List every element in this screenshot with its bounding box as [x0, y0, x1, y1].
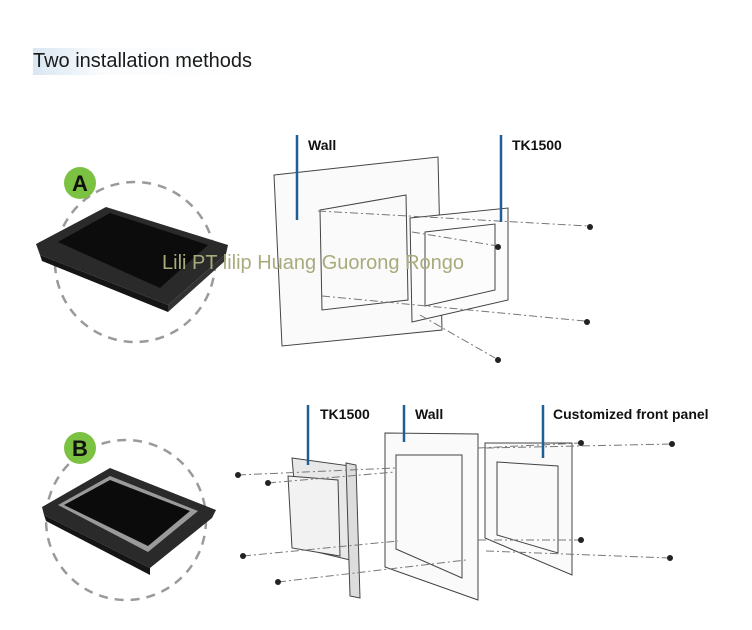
page-title: Two installation methods	[33, 48, 259, 75]
label-wall-b: Wall	[415, 406, 444, 422]
badge-a-icon	[64, 167, 96, 199]
badge-b-icon	[64, 432, 96, 464]
badge-a: A	[72, 171, 88, 196]
tk1500-b-bracket	[345, 462, 361, 599]
wall-a-cutout	[319, 194, 409, 311]
label-tk1500-a: TK1500	[512, 137, 562, 153]
method-b-exploded-view	[235, 405, 675, 601]
method-a-product: A	[36, 167, 228, 344]
screw-icons-b	[235, 440, 675, 585]
label-tk1500-b: TK1500	[320, 406, 370, 422]
wall-a	[273, 156, 443, 347]
screw-icons	[495, 224, 593, 363]
front-panel-window	[496, 461, 559, 554]
method-b-product: B	[42, 432, 216, 602]
watermark: Lili PT lilip Huang Guorong Rongo	[162, 252, 465, 274]
badge-b: B	[72, 436, 88, 461]
front-panel	[484, 442, 573, 576]
wall-b-cutout	[395, 454, 463, 579]
tk1500-a-screen	[424, 223, 496, 307]
method-a-exploded-view	[273, 135, 593, 363]
label-front-panel: Customized front panel	[553, 406, 709, 422]
label-wall-a: Wall	[308, 137, 337, 153]
wall-b	[384, 432, 479, 601]
tk1500-a-frame	[409, 207, 509, 323]
